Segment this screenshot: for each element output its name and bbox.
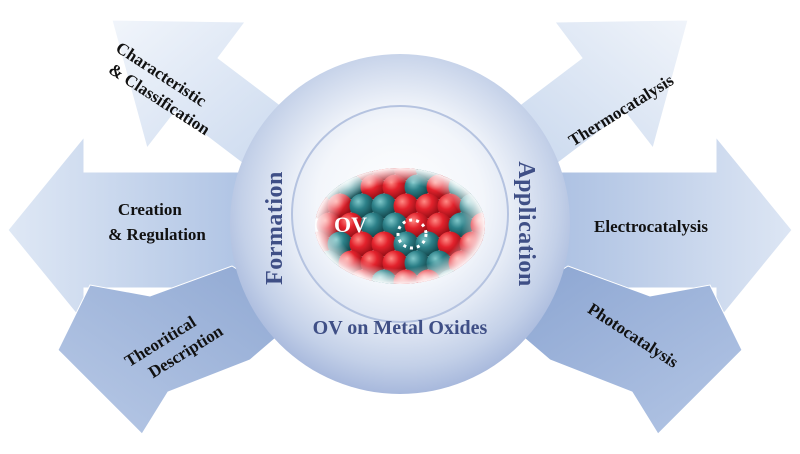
formation-label: Formation — [262, 171, 288, 285]
label-electrocatalysis: Electrocatalysis — [594, 217, 708, 236]
vacancy-label: OV — [334, 212, 367, 237]
arrow-left-bottom — [57, 265, 307, 435]
left-arrows — [7, 19, 307, 435]
right-arrows — [493, 19, 793, 435]
arrow-right-bottom — [493, 265, 743, 435]
application-label: Application — [513, 161, 539, 287]
center-title: OV on Metal Oxides — [313, 317, 488, 339]
label-creation-regulation: Creation & Regulation — [108, 200, 206, 244]
vacancy-marker — [396, 218, 428, 250]
